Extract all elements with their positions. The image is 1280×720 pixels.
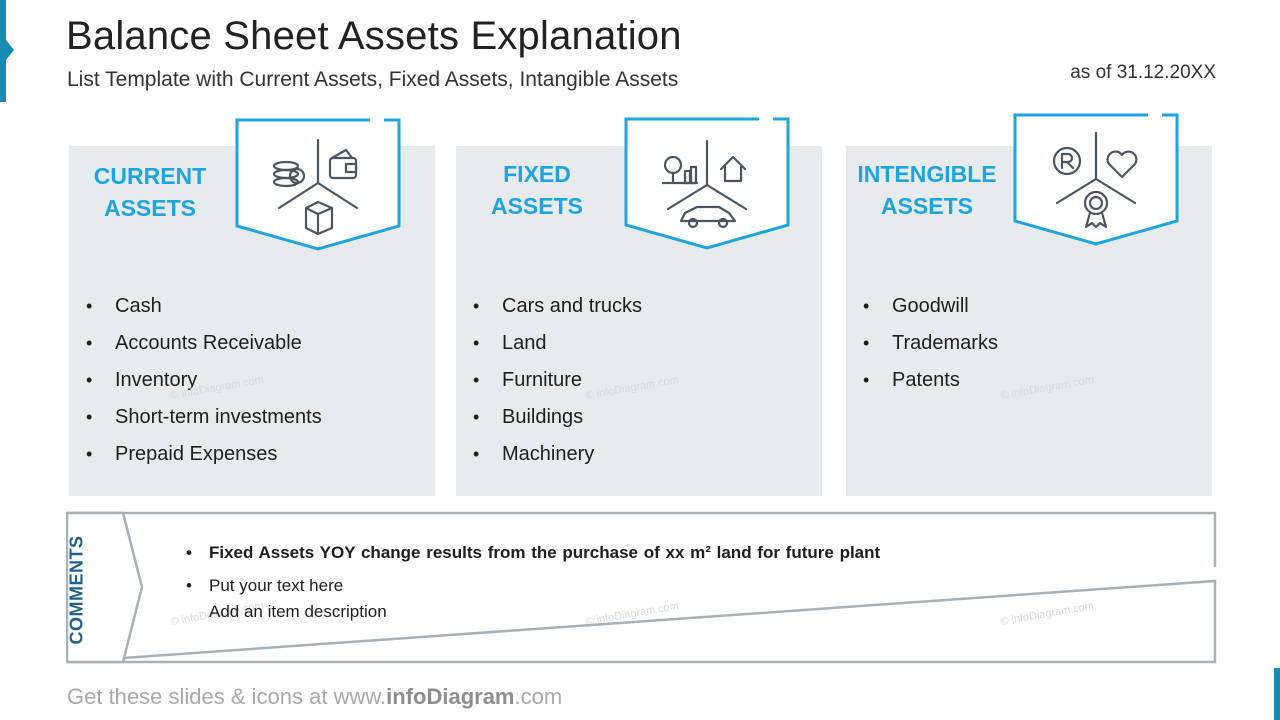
tree-icon: [661, 155, 699, 185]
badge-fixed-assets: [623, 117, 791, 251]
page-title: Balance Sheet Assets Explanation: [66, 14, 682, 58]
badge-intangible-assets: [1012, 113, 1180, 247]
as-of-date: as of 31.12.20XX: [1070, 62, 1216, 83]
list-item: Buildings: [472, 399, 642, 436]
card-heading-line1: CURRENT: [93, 163, 207, 189]
list-item: Accounts Receivable: [85, 325, 322, 362]
card-heading: CURRENT ASSETS: [69, 160, 231, 224]
card-heading: FIXED ASSETS: [456, 158, 618, 222]
list-item: Inventory: [85, 362, 322, 399]
badge-current-assets: [234, 118, 402, 252]
list-item: Land: [472, 325, 642, 362]
wallet-icon: [328, 148, 358, 180]
award-icon: [1083, 190, 1109, 229]
list-item: Cash: [85, 288, 322, 325]
list-item: Cars and trucks: [472, 288, 642, 325]
left-accent-bar: [0, 0, 6, 102]
coins-icon: [272, 160, 306, 188]
list-item: Goodwill: [862, 288, 998, 325]
house-icon: [719, 155, 747, 183]
right-accent-bar: [1274, 668, 1280, 720]
asset-list: Goodwill Trademarks Patents: [862, 288, 998, 399]
list-item: Short-term investments: [85, 399, 322, 436]
comment-description: Add an item description: [209, 602, 387, 621]
card-heading-line2: ASSETS: [490, 193, 584, 219]
comments-label: COMMENTS: [66, 535, 87, 645]
list-item: Machinery: [472, 436, 642, 473]
asset-list: Cars and trucks Land Furniture Buildings…: [472, 288, 642, 473]
list-item: Trademarks: [862, 325, 998, 362]
page-subtitle: List Template with Current Assets, Fixed…: [67, 68, 679, 91]
car-icon: [679, 205, 737, 229]
comment-item-bold: Fixed Assets YOY change results from the…: [186, 540, 880, 565]
comments-box: [66, 511, 1217, 664]
comment-item: Put your text here: [186, 573, 880, 598]
list-item: Patents: [862, 362, 998, 399]
registered-icon: [1052, 146, 1082, 176]
box-icon: [304, 200, 334, 236]
asset-list: Cash Accounts Receivable Inventory Short…: [85, 288, 322, 473]
left-accent-notch: [6, 40, 14, 60]
card-heading: INTENGIBLE ASSETS: [846, 158, 1008, 222]
card-heading-line1: FIXED: [503, 161, 571, 187]
heart-icon: [1106, 150, 1138, 179]
footer-link[interactable]: Get these slides & icons at www.infoDiag…: [67, 684, 563, 709]
card-heading-line2: ASSETS: [880, 193, 974, 219]
comment-list: Fixed Assets YOY change results from the…: [186, 540, 880, 598]
list-item: Prepaid Expenses: [85, 436, 322, 473]
card-heading-line1: INTENGIBLE: [857, 161, 997, 187]
card-heading-line2: ASSETS: [103, 195, 197, 221]
list-item: Furniture: [472, 362, 642, 399]
